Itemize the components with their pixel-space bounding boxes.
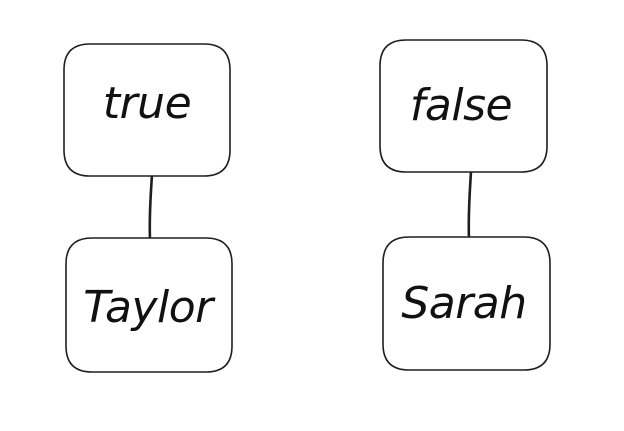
node-true-label: true <box>103 78 191 129</box>
node-taylor[interactable]: Taylor <box>65 237 233 373</box>
node-true-box <box>63 43 231 177</box>
node-false[interactable]: false <box>379 39 548 173</box>
node-sarah-label: Sarah <box>401 278 526 329</box>
edge-false-to-sarah <box>467 169 473 242</box>
node-sarah-box <box>382 236 551 371</box>
edge-true-to-taylor <box>148 172 154 242</box>
node-false-box <box>379 39 548 173</box>
node-sarah[interactable]: Sarah <box>382 236 551 371</box>
node-true[interactable]: true <box>63 43 231 177</box>
node-false-label: false <box>410 80 512 131</box>
node-taylor-box <box>65 237 233 373</box>
node-taylor-label: Taylor <box>83 282 216 333</box>
